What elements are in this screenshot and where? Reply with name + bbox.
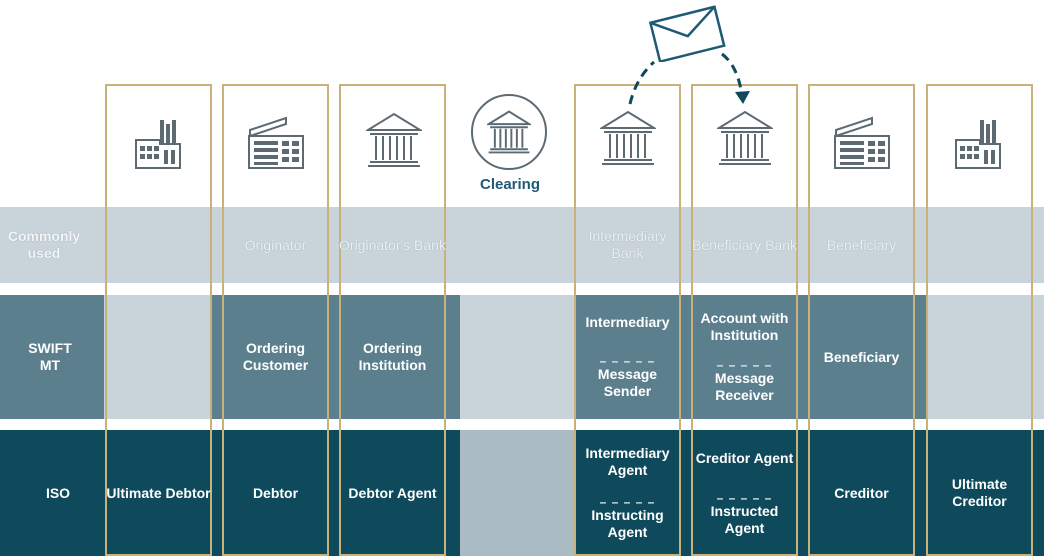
- iso-cell: Debtor Agent: [339, 430, 446, 556]
- swift-mt-cell-label: Intermediary: [585, 314, 670, 330]
- swift-mt-row-label-bg: [0, 295, 104, 419]
- bank-icon: [366, 112, 422, 167]
- factory-icon: [955, 120, 1001, 169]
- row-label-commonly-used: Commonly used: [7, 228, 81, 261]
- iso-cell-label: Creditor: [834, 484, 889, 501]
- swift-mt-cell: Intermediary – – – – –Message Sender: [574, 295, 681, 419]
- commonly-used-cell: Intermediary Bank: [574, 207, 681, 283]
- office-building-icon: [834, 116, 890, 169]
- iso-cell: Ultimate Creditor: [926, 430, 1033, 556]
- column-intermediary: [574, 84, 681, 556]
- envelope-icon: [648, 5, 726, 62]
- swift-mt-cell-label: Account with Institution: [700, 309, 789, 343]
- swift-mt-cell: Ordering Customer: [222, 295, 329, 419]
- clearing-swift-empty-cell: [460, 295, 574, 419]
- swift-mt-cell: Beneficiary: [808, 295, 915, 419]
- bank-icon: [600, 110, 656, 165]
- iso-cell: Ultimate Debtor: [105, 430, 212, 556]
- swift-mt-cell-label: Ordering Customer: [242, 340, 309, 373]
- commonly-used-cell: Beneficiary Bank: [691, 207, 798, 283]
- iso-cell-label: Ultimate Creditor: [951, 476, 1008, 509]
- iso-cell-label: Creditor Agent: [695, 449, 794, 466]
- column-ultimate-creditor: [926, 84, 1033, 556]
- dashed-divider: – – – – –: [599, 354, 656, 368]
- column-ultimate-debtor: [105, 84, 212, 556]
- column-creditor-agent: [691, 84, 798, 556]
- swift-mt-cell-label: Beneficiary: [823, 348, 900, 365]
- column-debtor-agent: [339, 84, 446, 556]
- clearing-iso-empty-cell: [460, 430, 574, 556]
- dashed-divider: – – – – –: [716, 358, 773, 373]
- swift-mt-empty-cell: [928, 295, 1044, 419]
- commonly-used-band: [0, 207, 1044, 283]
- iso-cell-secondary: – – – – –Instructed Agent: [691, 490, 798, 537]
- swift-mt-cell: Account with Institution – – – – –Message…: [691, 295, 798, 419]
- commonly-used-cell-label: Originator: [244, 236, 307, 253]
- commonly-used-cell: Beneficiary: [808, 207, 915, 283]
- office-building-icon: [248, 116, 304, 169]
- bank-icon: [717, 110, 773, 165]
- commonly-used-cell-label: Originator's Bank: [339, 236, 446, 253]
- commonly-used-cell-label: Intermediary Bank: [588, 228, 667, 261]
- swift-mt-cell-sub-label: Message Receiver: [714, 370, 775, 404]
- bank-icon: [487, 110, 531, 154]
- iso-cell: Creditor Agent – – – – –Instructed Agent: [691, 430, 798, 556]
- column-debtor: [222, 84, 329, 556]
- message-flow-arrows: [628, 52, 750, 105]
- iso-cell: Intermediary Agent – – – – –Instructing A…: [574, 430, 681, 556]
- iso-cell-label: Intermediary Agent: [585, 445, 670, 479]
- dashed-divider: – – – – –: [599, 494, 656, 509]
- swift-mt-cell-secondary: – – – – –Message Receiver: [691, 358, 798, 404]
- commonly-used-cell: Originator: [222, 207, 329, 283]
- clearing-circle: [471, 94, 547, 170]
- commonly-used-cell-label: Beneficiary: [826, 236, 897, 253]
- column-creditor: [808, 84, 915, 556]
- iso-cell-label: Debtor: [252, 484, 299, 501]
- iso-cell-sub-label: Instructed Agent: [710, 502, 779, 536]
- iso-cell: Debtor: [222, 430, 329, 556]
- iso-cell-label: Ultimate Debtor: [106, 484, 211, 501]
- iso-cell: Creditor: [808, 430, 915, 556]
- clearing-label: Clearing: [479, 176, 540, 193]
- iso-cell-sub-label: Instructing Agent: [591, 506, 664, 540]
- row-label-swift-mt: SWIFT MT: [28, 340, 72, 373]
- commonly-used-cell: Originator's Bank: [339, 207, 446, 283]
- dashed-divider: – – – – –: [716, 490, 773, 505]
- swift-mt-cell-sub-label: Message Sender: [597, 366, 658, 399]
- iso-cell-label: Debtor Agent: [348, 484, 437, 501]
- swift-mt-cell-label: Ordering Institution: [358, 340, 427, 373]
- factory-icon: [135, 120, 181, 169]
- commonly-used-cell-label: Beneficiary Bank: [691, 236, 798, 253]
- swift-mt-cell: Ordering Institution: [339, 295, 446, 419]
- swift-mt-cell-secondary: – – – – –Message Sender: [574, 354, 681, 400]
- iso-cell-secondary: – – – – –Instructing Agent: [574, 494, 681, 541]
- row-label-iso: ISO: [45, 484, 71, 501]
